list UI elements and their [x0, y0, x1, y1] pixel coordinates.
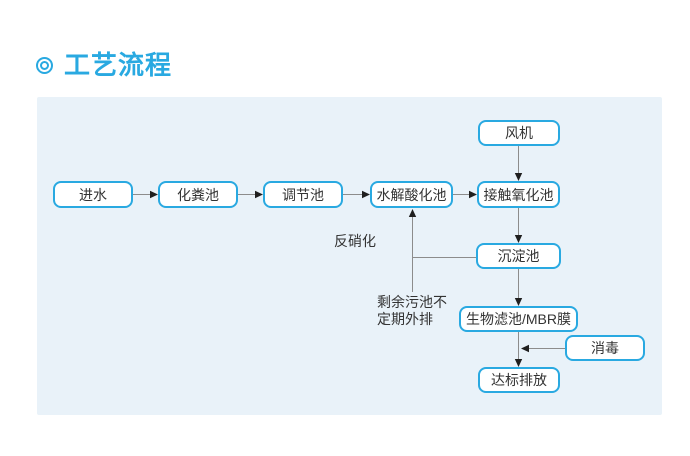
node-sedimentation-tank: 沉淀池: [476, 243, 561, 269]
node-septic-tank: 化粪池: [158, 181, 238, 208]
node-regulating-tank: 调节池: [263, 181, 343, 208]
node-fan: 风机: [478, 120, 560, 146]
node-disinfection: 消毒: [565, 335, 645, 361]
section-header: 工艺流程: [36, 50, 172, 80]
node-hydrolysis-acidification-tank: 水解酸化池: [370, 181, 453, 208]
node-inlet: 进水: [53, 181, 133, 208]
annotation-excess-sludge-line1: 剩余污池不: [377, 294, 447, 310]
node-biofilter-mbr-membrane: 生物滤池/MBR膜: [459, 306, 578, 332]
annotation-denitrification: 反硝化: [334, 233, 376, 249]
flowchart-panel: [37, 97, 662, 415]
node-discharge-up-to-standard: 达标排放: [478, 367, 560, 393]
double-circle-icon: [36, 56, 53, 74]
annotation-excess-sludge: 剩余污池不 定期外排: [377, 294, 447, 328]
node-contact-oxidation-tank: 接触氧化池: [477, 181, 560, 208]
annotation-excess-sludge-line2: 定期外排: [377, 311, 433, 327]
section-title: 工艺流程: [64, 50, 173, 80]
